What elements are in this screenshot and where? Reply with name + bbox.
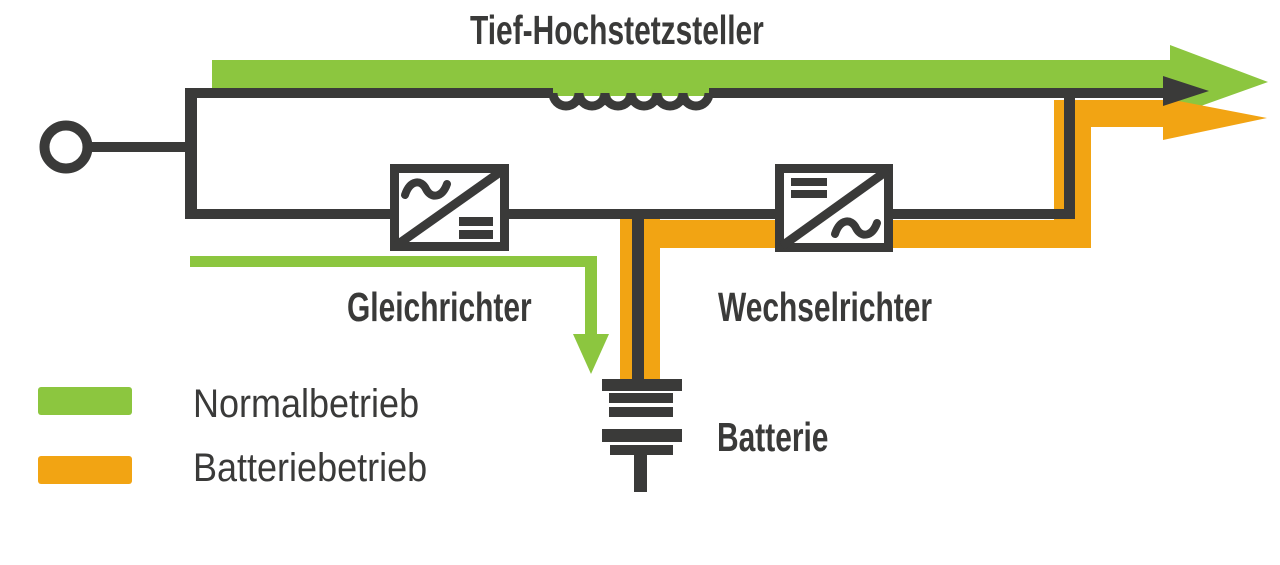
legend-swatch-battery [38, 456, 132, 484]
rectifier-label: Gleichrichter [347, 284, 532, 330]
battery-flow-path [620, 98, 1267, 381]
ac-sine-icon [831, 217, 881, 239]
dc-equals-icon [459, 217, 493, 239]
battery-icon [602, 379, 682, 492]
legend-label-normal: Normalbetrieb [193, 382, 420, 426]
input-terminal-icon [39, 120, 93, 174]
ac-sine-icon [401, 178, 451, 200]
legend-label-battery: Batteriebetrieb [193, 446, 428, 490]
inductor-coil-icon [548, 92, 714, 111]
diagram-title: Tief-Hochstetzsteller [470, 7, 764, 53]
circuit-lines [39, 76, 1209, 381]
battery-label: Batterie [717, 414, 829, 460]
inverter-label: Wechselrichter [718, 284, 933, 330]
orange-arrowhead [1163, 98, 1267, 140]
normal-flow-arrow [212, 45, 1268, 117]
inverter-box [775, 164, 893, 252]
rectifier-box [390, 164, 509, 251]
green-down-arrowhead [573, 334, 609, 374]
green-arrowhead [1170, 45, 1268, 117]
legend-swatch-normal [38, 387, 132, 415]
black-arrowhead [1163, 76, 1209, 106]
rectifier-flow-arrow [190, 256, 609, 374]
dc-equals-icon [791, 178, 827, 198]
